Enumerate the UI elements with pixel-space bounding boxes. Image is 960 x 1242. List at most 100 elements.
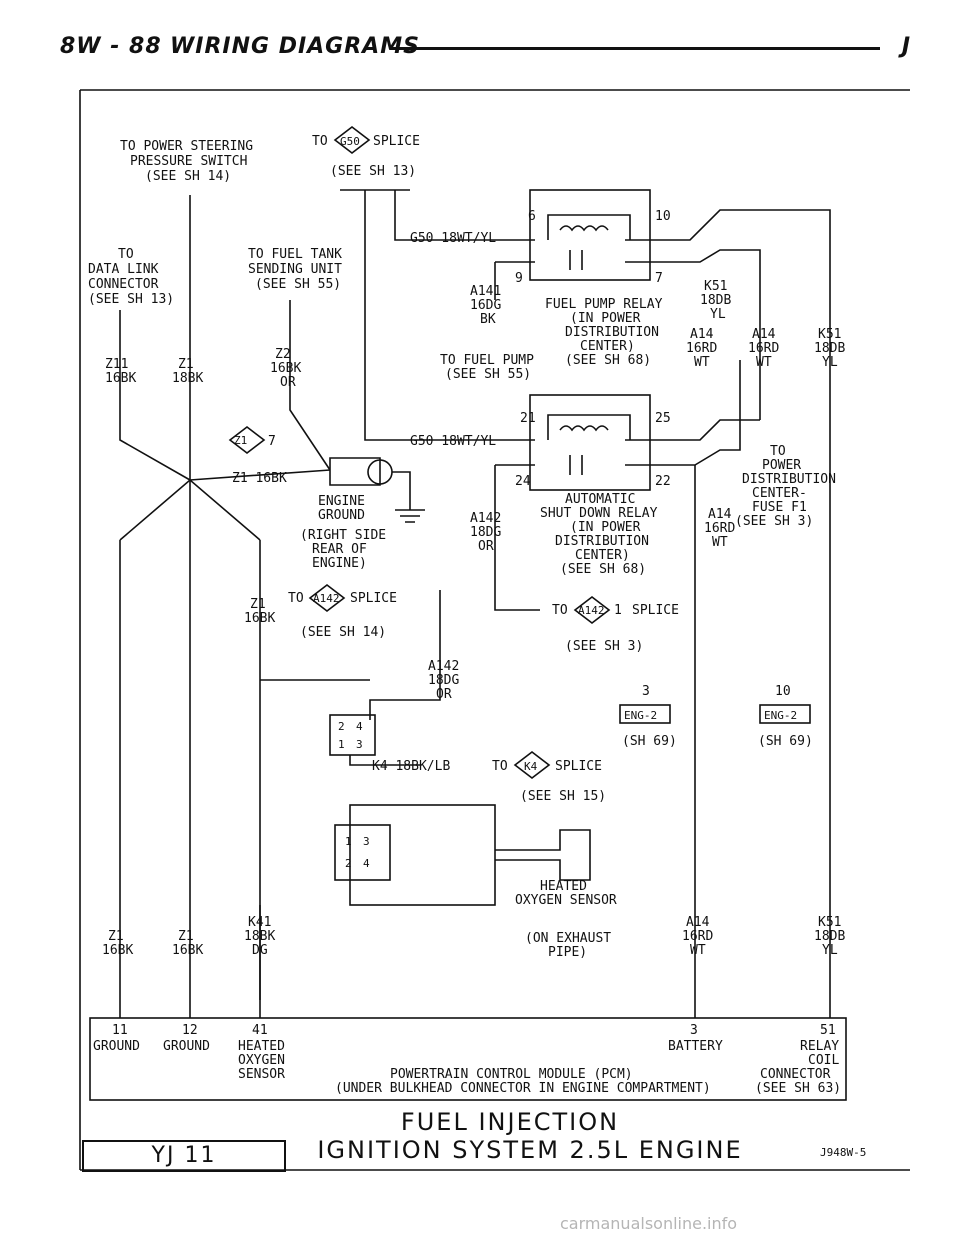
pin-10: 10 <box>655 209 671 224</box>
label-z1-wire: Z1 16BK <box>232 471 287 486</box>
label-a14-c: WT <box>694 355 710 370</box>
footer-title-2: IGNITION SYSTEM 2.5L ENGINE <box>317 1136 743 1164</box>
label-g50-code: G50 <box>340 135 360 148</box>
pcm-heated-2: OXYGEN <box>238 1053 285 1068</box>
label-dl-2: DATA LINK <box>88 262 159 277</box>
label-eng2-pin3: 3 <box>642 684 650 699</box>
label-ps-3: (SEE SH 14) <box>145 169 231 184</box>
o2-pin-1: 1 <box>345 835 352 848</box>
label-tpd-3: DISTRIBUTION <box>742 472 836 487</box>
label-a142-a: A142 <box>470 511 501 526</box>
diagram-wires <box>79 89 910 1171</box>
label-eng2-sh1: (SH 69) <box>622 734 677 749</box>
label-g50-to: TO <box>312 134 328 149</box>
label-a142-b: 18DG <box>470 525 501 540</box>
label-a142-f: OR <box>436 687 452 702</box>
label-a141-c: BK <box>480 312 496 327</box>
label-bz1-b: 16BK <box>102 943 133 958</box>
label-k4-wire: K4 18BK/LB <box>372 759 450 774</box>
label-ps-1: TO POWER STEERING <box>120 139 253 154</box>
label-k51-a: K51 <box>704 279 727 294</box>
label-z2-b: 16BK <box>270 361 301 376</box>
label-dl-1: TO <box>118 247 134 262</box>
label-dl-4: (SEE SH 13) <box>88 292 174 307</box>
pin-6: 6 <box>528 209 536 224</box>
label-a14-i: WT <box>712 535 728 550</box>
pcm-connector-2: (SEE SH 63) <box>755 1081 841 1096</box>
page-number: 8W - 88 <box>60 34 162 59</box>
pcm-relay-2: COIL <box>808 1053 839 1068</box>
label-bz2-a: Z1 <box>178 929 194 944</box>
label-s142-splice: SPLICE <box>350 591 397 606</box>
conn-pin-4: 4 <box>356 720 363 733</box>
label-tpd-5: FUSE F1 <box>752 500 807 515</box>
label-z2-c: OR <box>280 375 296 390</box>
label-ba14-a: A14 <box>686 915 710 930</box>
label-z1-7-num: 7 <box>268 434 276 449</box>
label-k4-see: (SEE SH 15) <box>520 789 606 804</box>
label-k41-b: 18BK <box>244 929 275 944</box>
label-ft-1: TO FUEL TANK <box>248 247 342 262</box>
label-eng2-b: ENG-2 <box>764 709 797 722</box>
label-g50-see: (SEE SH 13) <box>330 164 416 179</box>
label-ba14-c: WT <box>690 943 706 958</box>
label-ft-3: (SEE SH 55) <box>255 277 341 292</box>
label-a14-g: A14 <box>708 507 732 522</box>
label-bk51-a: K51 <box>818 915 841 930</box>
label-hos-2: OXYGEN SENSOR <box>515 893 617 908</box>
label-tpd-4: CENTER- <box>752 486 807 501</box>
label-fpr-3: DISTRIBUTION <box>565 325 659 340</box>
label-z1-a: Z1 <box>178 357 194 372</box>
label-asd-4: DISTRIBUTION <box>555 534 649 549</box>
pcm-connector-1: CONNECTOR <box>760 1067 831 1082</box>
label-k4-code: K4 <box>524 760 538 773</box>
label-s1421-splice: SPLICE <box>632 603 679 618</box>
pcm-pin-51: 51 <box>820 1023 836 1038</box>
pcm-pin-3: 3 <box>690 1023 698 1038</box>
label-a14-b: 16RD <box>686 341 717 356</box>
label-a14-f: WT <box>756 355 772 370</box>
label-a142-e: 18DG <box>428 673 459 688</box>
label-asd-1: AUTOMATIC <box>565 492 635 507</box>
label-a141-b: 16DG <box>470 298 501 313</box>
label-k51-f: YL <box>822 355 838 370</box>
label-k51-e: 18DB <box>814 341 845 356</box>
conn-pin-2: 2 <box>338 720 345 733</box>
label-eng2-a: ENG-2 <box>624 709 657 722</box>
label-s142-to: TO <box>288 591 304 606</box>
label-bz1-a: Z1 <box>108 929 124 944</box>
pcm-pin-41: 41 <box>252 1023 268 1038</box>
label-hos-1: HEATED <box>540 879 587 894</box>
label-asd-6: (SEE SH 68) <box>560 562 646 577</box>
label-z11-b: 16BK <box>105 371 136 386</box>
o2-pin-3: 3 <box>363 835 370 848</box>
section-title: WIRING DIAGRAMS <box>170 34 420 59</box>
label-z2-a: Z2 <box>275 347 291 362</box>
label-k51-d: K51 <box>818 327 841 342</box>
label-bz2-b: 16BK <box>172 943 203 958</box>
label-a142-c: OR <box>478 539 494 554</box>
label-ps-2: PRESSURE SWITCH <box>130 154 247 169</box>
label-a14-a: A14 <box>690 327 714 342</box>
watermark: carmanualsonline.info <box>560 1214 738 1233</box>
label-bk51-c: YL <box>822 943 838 958</box>
figure-id: J948W-5 <box>820 1146 867 1159</box>
label-tpd-6: (SEE SH 3) <box>735 514 813 529</box>
pcm-heated-1: HEATED <box>238 1039 285 1054</box>
pcm-ground-1: GROUND <box>93 1039 140 1054</box>
label-k41-c: DG <box>252 943 268 958</box>
label-g50-wire-2: G50 18WT/YL <box>410 434 496 449</box>
page-header: 8W - 88 WIRING DIAGRAMS J <box>60 34 910 64</box>
label-k51-b: 18DB <box>700 293 731 308</box>
header-mark: J <box>901 34 910 59</box>
label-z1-d: 16BK <box>244 611 275 626</box>
pcm-name: POWERTRAIN CONTROL MODULE (PCM) <box>390 1067 633 1082</box>
label-s142-code: A142 <box>313 592 340 605</box>
pin-25: 25 <box>655 411 671 426</box>
pcm-heated-3: SENSOR <box>238 1067 285 1082</box>
pcm-ground-2: GROUND <box>163 1039 210 1054</box>
label-a141-a: A141 <box>470 284 501 299</box>
pcm-box <box>89 1017 847 1101</box>
label-tfp-1: TO FUEL PUMP <box>440 353 534 368</box>
o2-pin-2: 2 <box>345 857 352 870</box>
